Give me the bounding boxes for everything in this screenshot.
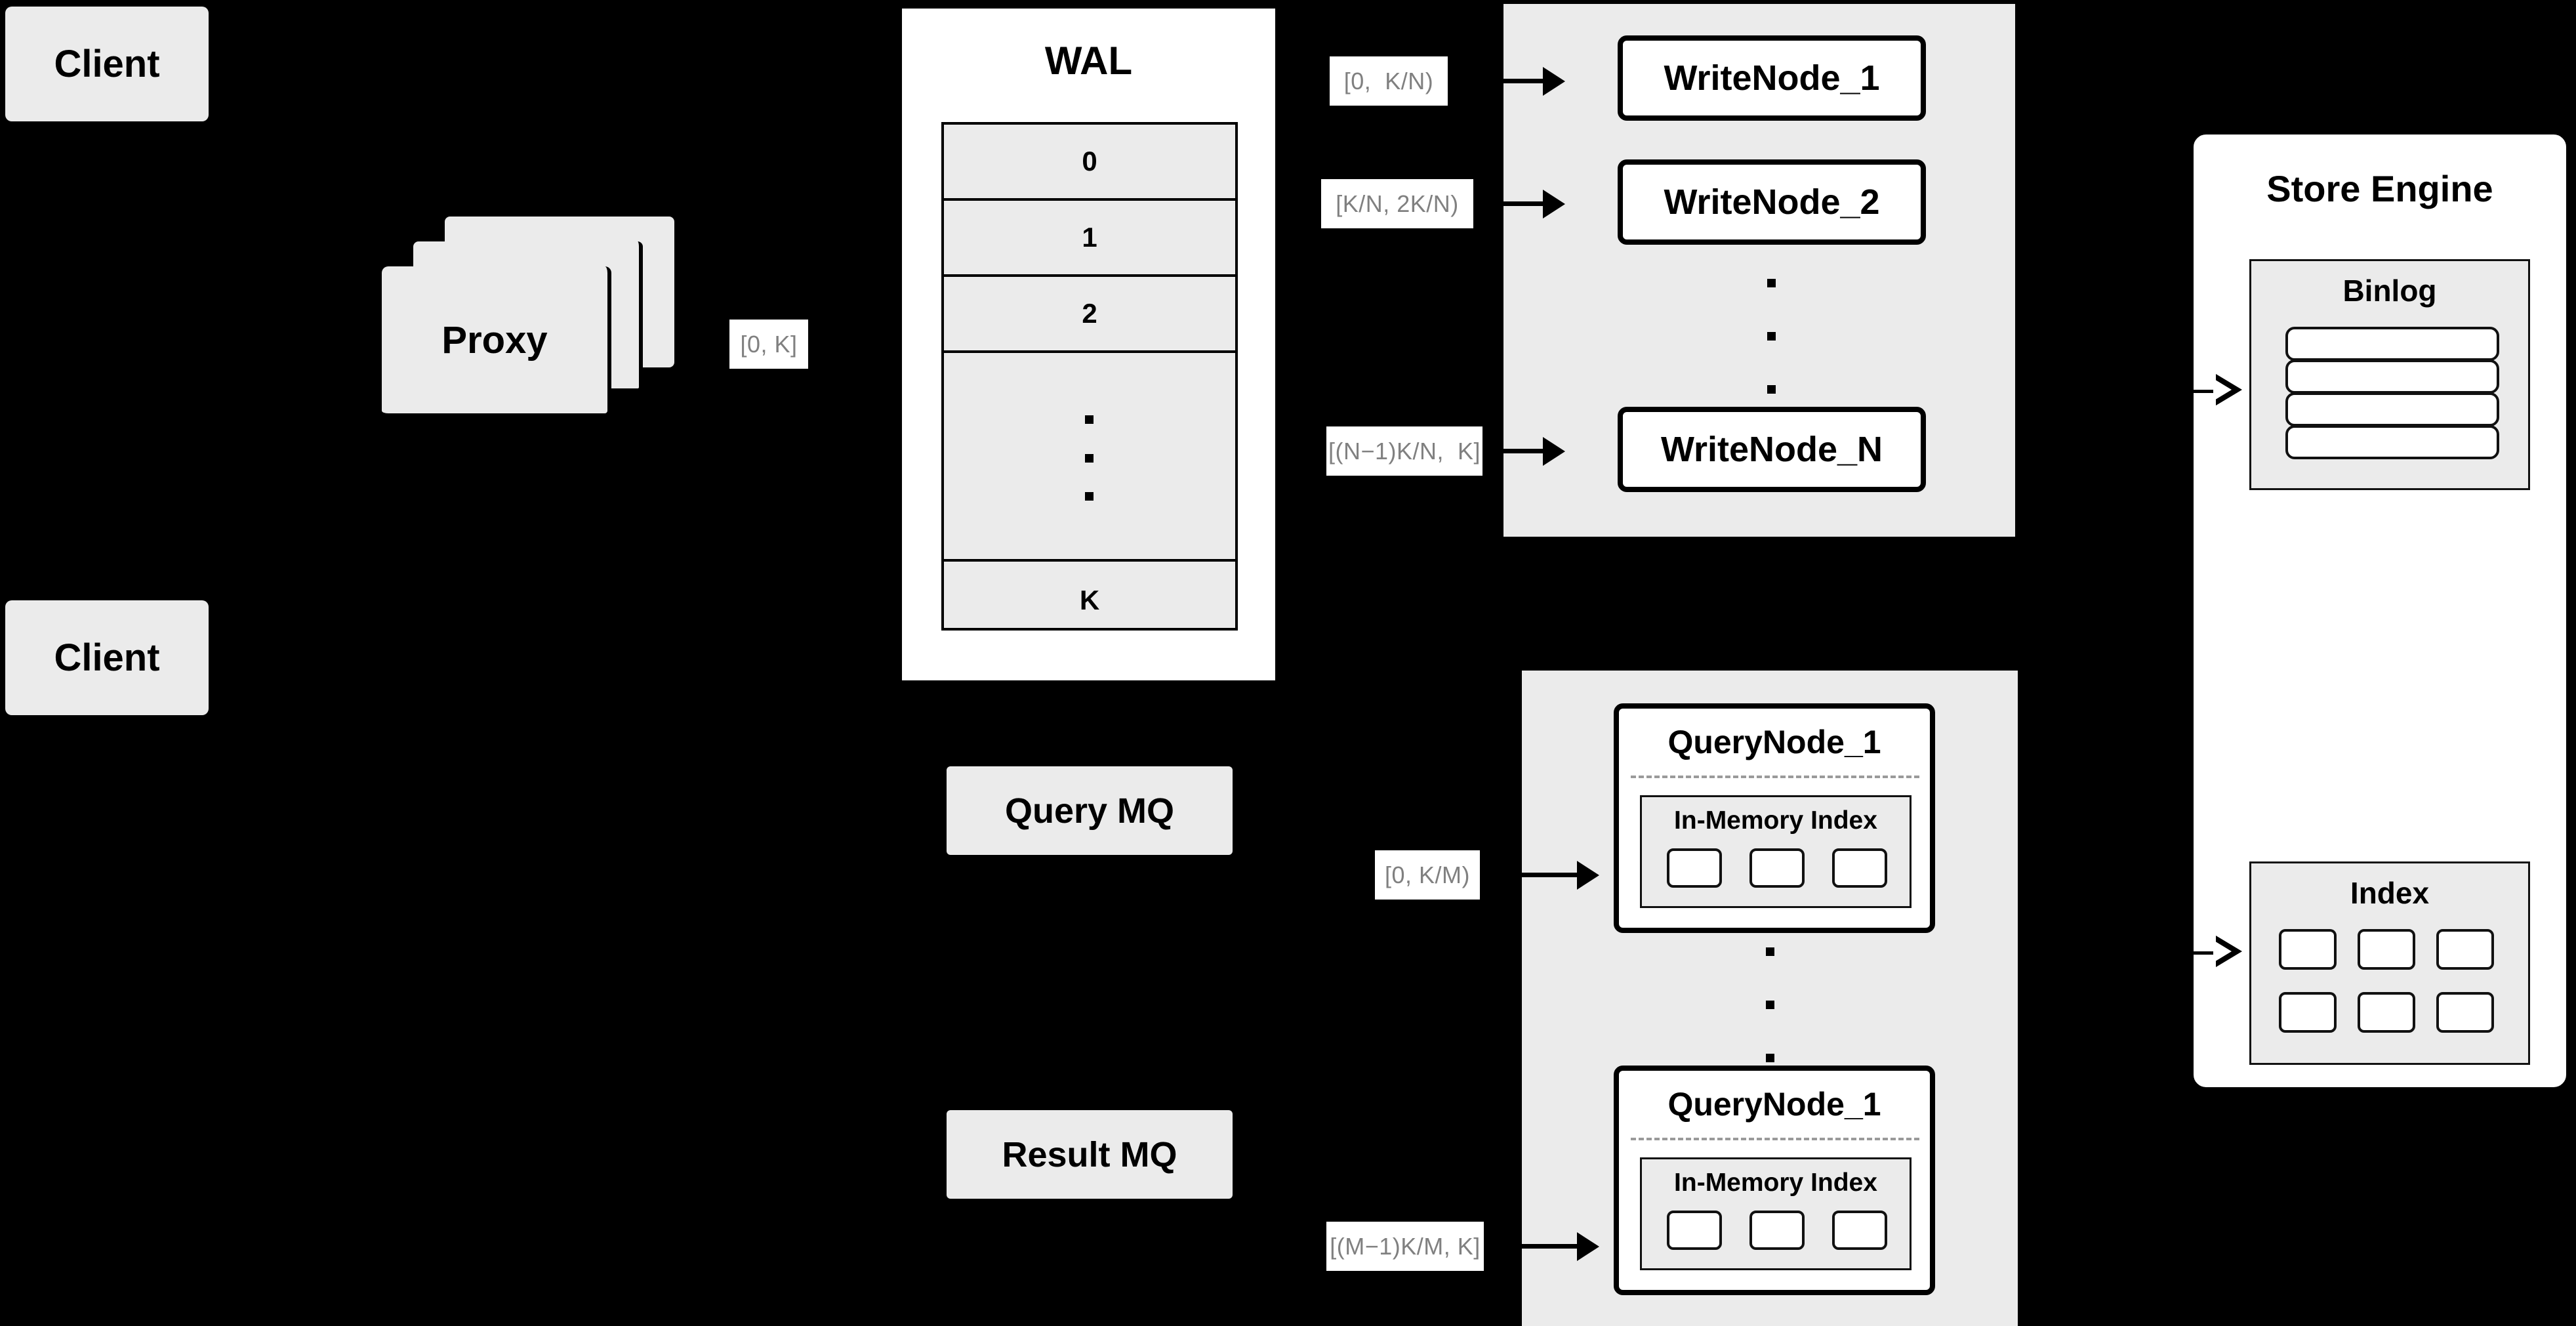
write-node-n-label: WriteNode_N — [1660, 430, 1883, 469]
index-slot[interactable] — [2436, 992, 2494, 1033]
arrow-line-write-2 — [1476, 201, 1545, 206]
arrow-head-open-to-binlog — [2213, 374, 2242, 405]
store-engine-title: Store Engine — [2266, 168, 2493, 209]
wal-title: WAL — [1044, 39, 1133, 83]
write-node-n-card[interactable]: WriteNode_N — [1618, 407, 1926, 492]
client-box-top[interactable]: Client — [5, 7, 209, 121]
arrow-line-write-n — [1484, 449, 1545, 453]
in-memory-index-title: In-Memory Index — [1674, 806, 1877, 835]
arrow-line-query-1 — [1482, 873, 1580, 877]
arrow-head-write-n — [1543, 437, 1565, 466]
chip-query-node-m: [(M−1)K/M, K] — [1326, 1222, 1484, 1271]
query-mq-label: Query MQ — [1004, 791, 1175, 831]
index-title: Index — [2350, 876, 2430, 910]
write-node-1-label: WriteNode_1 — [1664, 58, 1880, 98]
wal-row: 1 — [944, 201, 1235, 277]
query-mq-box[interactable]: Query MQ — [947, 766, 1233, 855]
query-node-1-card[interactable]: QueryNode_1 In-Memory Index — [1614, 703, 1935, 933]
arrow-head-query-1 — [1577, 861, 1599, 890]
query-node-m-label: QueryNode_1 — [1667, 1086, 1881, 1123]
binlog-entry[interactable] — [2285, 425, 2499, 459]
query-node-m-card[interactable]: QueryNode_1 In-Memory Index — [1614, 1066, 1935, 1295]
in-memory-index-slot[interactable] — [1667, 1211, 1722, 1250]
write-cluster-vertical-dots-icon — [1767, 279, 1776, 394]
client-box-bottom[interactable]: Client — [5, 600, 209, 715]
result-mq-label: Result MQ — [1002, 1134, 1177, 1174]
arrow-head-query-m — [1577, 1232, 1599, 1261]
arrow-head-open-to-index — [2213, 936, 2242, 967]
binlog-entry[interactable] — [2285, 392, 2499, 426]
index-slot[interactable] — [2436, 929, 2494, 970]
in-memory-index-slot[interactable] — [1749, 1211, 1805, 1250]
arrow-line-to-binlog — [2188, 390, 2218, 393]
arrow-line-query-m — [1485, 1244, 1580, 1249]
chip-write-node-2: [K/N, 2K/N) — [1321, 179, 1473, 228]
client-top-label: Client — [54, 43, 160, 85]
write-node-2-card[interactable]: WriteNode_2 — [1618, 159, 1926, 245]
arrow-line-write-1 — [1451, 79, 1545, 83]
in-memory-index-slot[interactable] — [1667, 848, 1722, 888]
index-panel: Index — [2249, 861, 2530, 1065]
index-slot[interactable] — [2279, 992, 2337, 1033]
wal-entry-table: 0 1 2 K — [941, 122, 1238, 631]
query-node-m-in-memory-index: In-Memory Index — [1640, 1157, 1912, 1270]
arrow-head-write-2 — [1543, 190, 1565, 218]
wal-row-ellipsis — [944, 353, 1235, 562]
wal-row: 2 — [944, 277, 1235, 353]
chip-write-node-1: [0, K/N) — [1330, 56, 1448, 106]
index-slot[interactable] — [2358, 992, 2415, 1033]
proxy-label: Proxy — [441, 318, 548, 362]
chip-proxy-to-wal: [0, K] — [729, 320, 808, 369]
result-mq-box[interactable]: Result MQ — [947, 1110, 1233, 1199]
in-memory-index-slot[interactable] — [1832, 1211, 1887, 1250]
in-memory-index-slot[interactable] — [1749, 848, 1805, 888]
arrow-head-write-1 — [1543, 67, 1565, 96]
index-slot[interactable] — [2358, 929, 2415, 970]
in-memory-index-title: In-Memory Index — [1674, 1169, 1877, 1197]
binlog-panel: Binlog — [2249, 259, 2530, 490]
wal-vertical-dots-icon — [1085, 415, 1094, 501]
arrow-line-to-index — [2188, 951, 2218, 955]
client-bottom-label: Client — [54, 636, 160, 679]
query-node-1-label: QueryNode_1 — [1667, 724, 1881, 760]
chip-query-node-1: [0, K/M) — [1375, 850, 1480, 900]
query-node-m-separator — [1631, 1138, 1919, 1140]
query-cluster-vertical-dots-icon — [1766, 947, 1774, 1062]
wal-row: K — [1079, 584, 1100, 615]
wal-row: 0 — [944, 125, 1235, 201]
binlog-entry[interactable] — [2285, 327, 2499, 361]
query-node-1-separator — [1631, 776, 1919, 778]
write-node-2-label: WriteNode_2 — [1664, 182, 1880, 222]
binlog-entry[interactable] — [2285, 360, 2499, 394]
chip-write-node-n: [(N−1)K/N, K] — [1326, 426, 1482, 476]
in-memory-index-slot[interactable] — [1832, 848, 1887, 888]
index-slot[interactable] — [2279, 929, 2337, 970]
binlog-title: Binlog — [2342, 274, 2437, 308]
proxy-card-front[interactable]: Proxy — [382, 266, 611, 417]
write-node-1-card[interactable]: WriteNode_1 — [1618, 35, 1926, 121]
query-node-1-in-memory-index: In-Memory Index — [1640, 795, 1912, 908]
